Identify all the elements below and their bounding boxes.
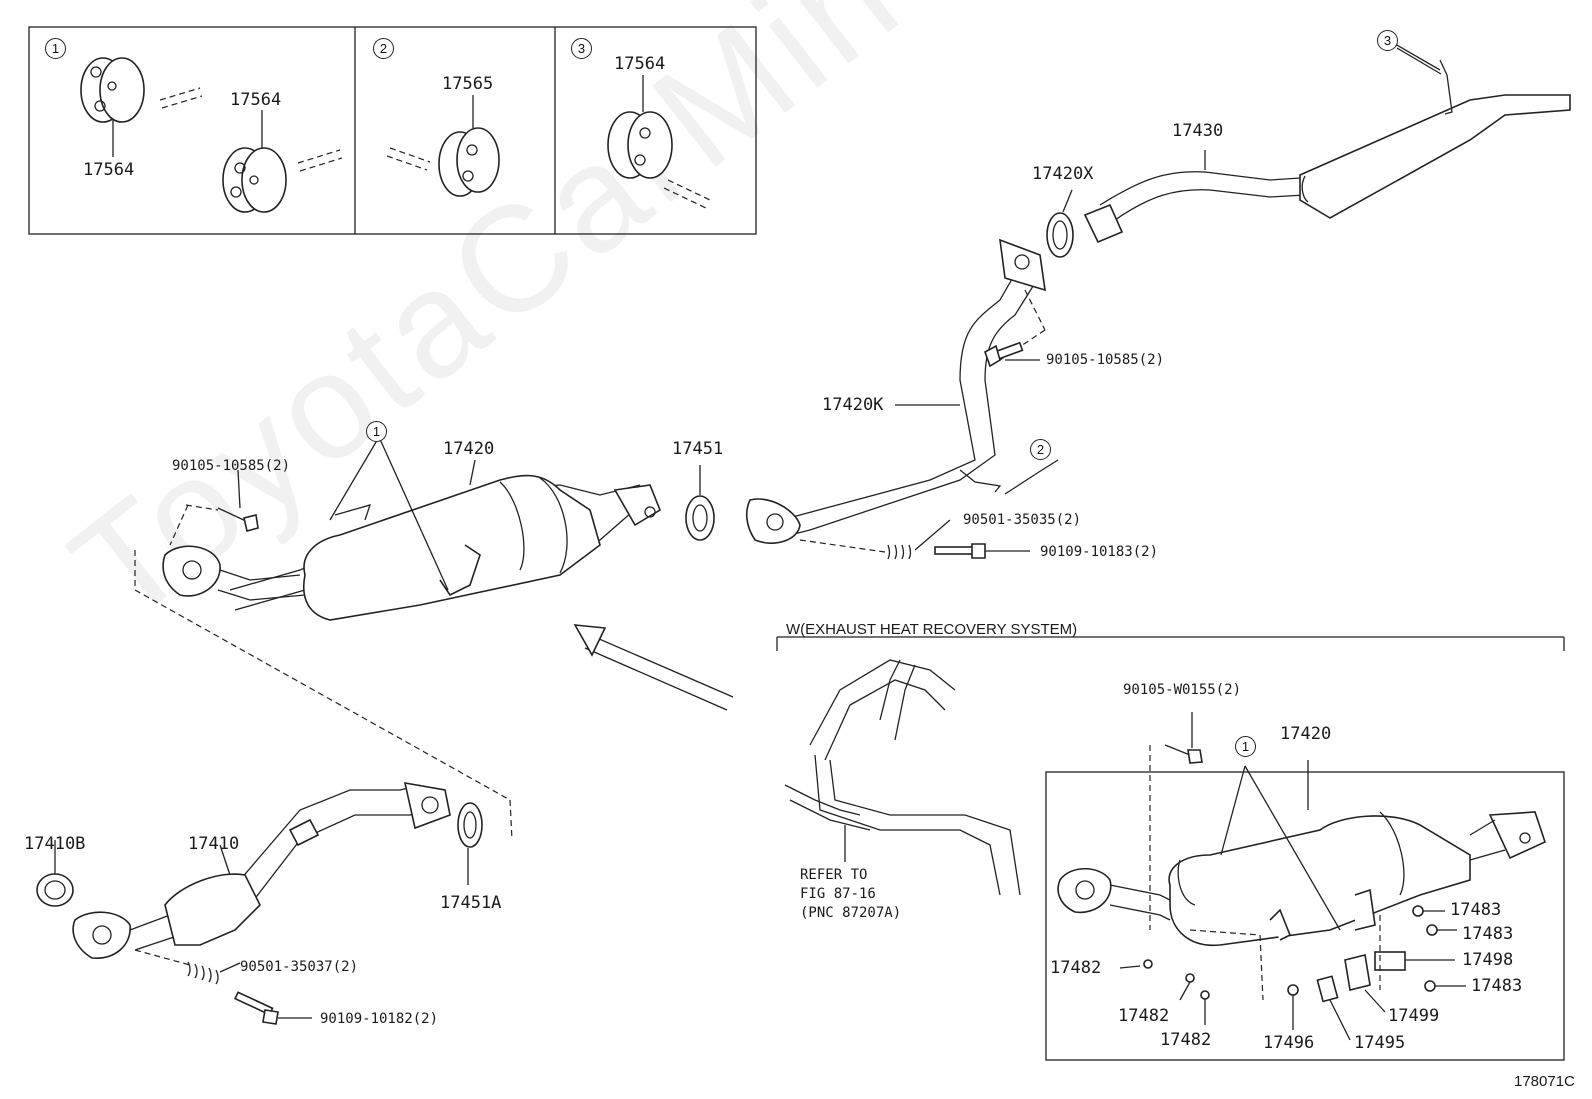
label-17420k: 17420K [822,395,884,415]
badge-2-center-pipe: 2 [1030,439,1051,460]
label-17496: 17496 [1263,1033,1315,1053]
label-17564-panel1-a: 17564 [83,160,135,180]
bolt-90105-10585-left [169,469,259,546]
label-90109-10182: 90109-10182(2) [320,1011,439,1027]
label-90109-10183: 90109-10183(2) [1040,544,1159,560]
gasket-17451a [457,802,483,885]
label-17482-c: 17482 [1160,1030,1212,1050]
label-90501-35037: 90501-35037(2) [240,959,359,975]
small-parts-w [1119,905,1466,1041]
bolt-90105-w0155 [1149,712,1203,930]
label-17420: 17420 [443,439,495,459]
label-17565-panel2: 17565 [442,74,494,94]
gasket-17410b [36,840,74,907]
label-17495: 17495 [1354,1033,1406,1053]
inset-frame [28,26,757,235]
label-17564-panel3: 17564 [614,54,666,74]
panel-1-badge: 1 [45,38,66,59]
insulator-17565 [386,95,500,197]
badge-3-tailpipe: 3 [1377,30,1398,51]
label-17451: 17451 [672,439,724,459]
label-17483-a: 17483 [1450,900,1502,920]
badge-1-w-converter: 1 [1235,736,1256,757]
badge-1-converter: 1 [366,421,387,442]
panel-3-badge: 3 [571,38,592,59]
direction-arrow [573,624,734,711]
w-box [1045,771,1565,1061]
converter-17420 [162,436,661,621]
insulator-17564-a [80,57,203,157]
section-title: W(EXHAUST HEAT RECOVERY SYSTEM) [786,621,1078,638]
w-section-bracket [776,636,1565,651]
figure-code: 178071C [1514,1073,1575,1090]
label-90501-35035: 90501-35035(2) [963,512,1082,528]
panel-2-badge: 2 [373,38,394,59]
spring-and-bolt-upper [799,519,1030,560]
label-90105-10585-upper: 90105-10585(2) [1046,352,1165,368]
label-17410b: 17410B [24,834,86,854]
label-17451a: 17451A [440,893,502,913]
hoses-refer [784,659,1021,896]
label-17420x: 17420X [1032,164,1094,184]
w-converter-17420 [1057,760,1546,947]
label-17420-w: 17420 [1280,724,1332,744]
label-17499: 17499 [1388,1006,1440,1026]
label-17430: 17430 [1172,121,1224,141]
spring-and-bolt-lower [134,949,312,1025]
center-pipe-17420k [745,238,1046,544]
label-17482-a: 17482 [1050,958,1102,978]
label-17564-panel1-b: 17564 [230,90,282,110]
label-17483-b: 17483 [1462,924,1514,944]
bolt-90105-10585-upper [984,341,1040,368]
front-pipe-17410 [72,782,451,959]
gasket-17451 [685,465,715,541]
label-17482-b: 17482 [1118,1006,1170,1026]
tail-pipe-17430 [1083,47,1571,244]
insulator-17564-b [222,110,343,213]
insulator-17564-c [607,75,711,209]
refer-note: REFER TO FIG 87-16 (PNC 87207A) [800,867,902,921]
label-90105-10585-left: 90105-10585(2) [172,458,291,474]
label-17498: 17498 [1462,950,1514,970]
label-17410: 17410 [188,834,240,854]
label-90105-w0155: 90105-W0155(2) [1123,682,1242,698]
gasket-17420x [1046,189,1074,258]
label-17483-c: 17483 [1471,976,1523,996]
